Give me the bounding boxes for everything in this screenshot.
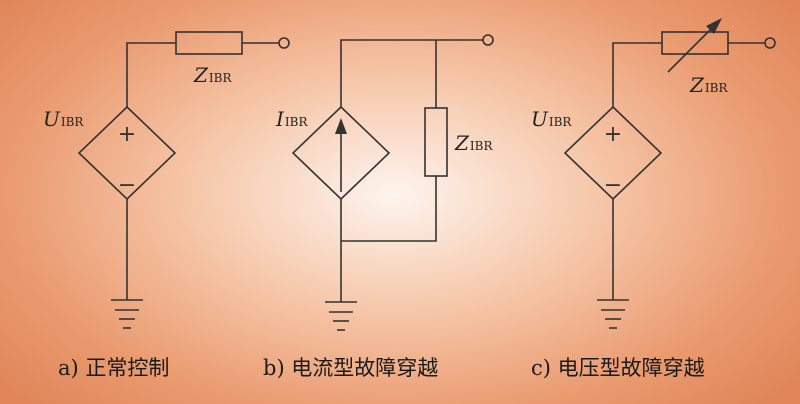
circuit-b-impedance [424,107,448,177]
circuit-c-plus-sign: + [604,122,622,147]
circuit-a-minus-sign: − [118,173,136,198]
circuit-a-source-label: UIBR [43,107,84,131]
circuit-a-ground-symbol [111,299,143,329]
circuit-b-terminal [482,34,494,46]
circuit-c-variable-impedance [661,31,729,55]
circuit-a-impedance [175,31,243,55]
circuit-a-plus-sign: + [118,122,136,147]
circuit-c-minus-sign: − [604,173,622,198]
caption-a: a) 正常控制 [58,356,170,380]
caption-c: c) 电压型故障穿越 [531,356,705,380]
caption-b: b) 电流型故障穿越 [263,356,439,380]
circuit-c-variable-arrow-head [706,18,722,34]
circuit-a: + − UIBR ZIBR [43,31,290,329]
circuit-c-source-label: UIBR [531,107,572,131]
circuit-c-terminal [764,37,776,49]
circuit-c-top-wire [612,42,662,107]
circuit-a-impedance-label: ZIBR [193,63,232,87]
circuit-a-terminal [278,37,290,49]
circuit-b-current-arrow-head [335,118,347,134]
circuit-b-source-label: IIBR [275,107,308,131]
circuit-a-top-wire [126,42,176,107]
circuit-b-ground-symbol [325,301,357,331]
circuit-b-top-wire [340,39,483,107]
circuit-b-return-wire [341,176,437,242]
circuit-b: IIBR ZIBR [275,34,494,331]
circuit-b-impedance-label: ZIBR [454,131,493,155]
circuit-c-ground-symbol [597,299,629,329]
circuit-c-impedance-label: ZIBR [689,73,728,97]
circuit-c-variable-arrow-shaft [667,25,715,73]
circuit-c: + − UIBR ZIBR [531,18,776,329]
